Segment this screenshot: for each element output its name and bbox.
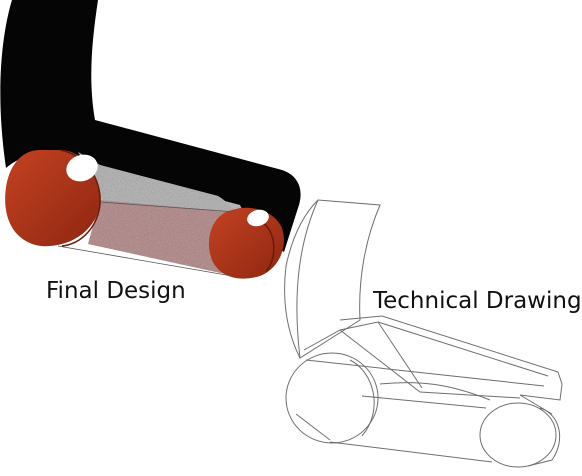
belt-bottom-line: [329, 441, 493, 463]
fabric-upper-band: [78, 152, 240, 214]
frame-diagonal: [339, 321, 521, 399]
belt-right-line: [519, 394, 553, 415]
caption-final-design: Final Design: [46, 278, 186, 304]
right-roller-outline: [479, 402, 557, 468]
arm-outline: [284, 199, 381, 359]
left-roller-hole: [66, 154, 98, 182]
fabric-outline: [57, 201, 237, 277]
frame-top: [339, 315, 563, 401]
final-design-render: [0, 0, 301, 279]
right-roller-cap: [527, 407, 561, 467]
right-roller-edge: [261, 221, 275, 273]
left-roller-inner-arc: [349, 359, 375, 437]
belt-upper-line: [305, 359, 545, 387]
technical-drawing: [284, 199, 563, 468]
caption-technical-drawing: Technical Drawing: [373, 288, 582, 314]
frame-inner: [303, 321, 549, 377]
fabric-front-surface: [88, 200, 236, 276]
right-roller: [208, 207, 284, 279]
belt-middle-line: [361, 382, 491, 409]
left-roller-lip: [295, 413, 331, 441]
right-roller-hole: [247, 209, 269, 227]
belt-frame: [0, 0, 301, 252]
arm-inner-line: [296, 199, 319, 359]
